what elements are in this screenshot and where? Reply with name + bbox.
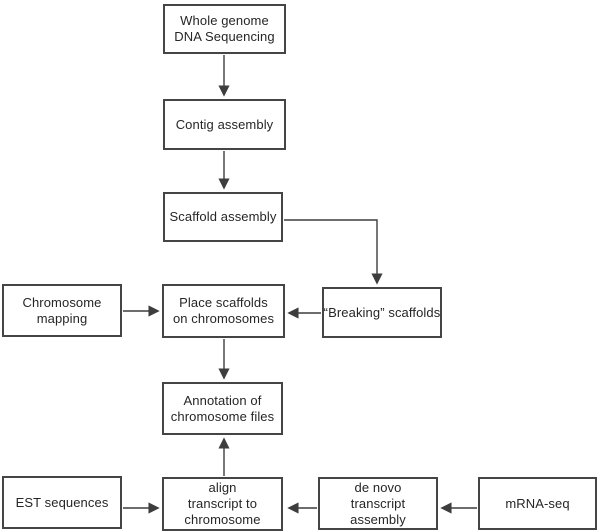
node-align-transcript-to-chromosome: align transcript to chromosome: [162, 477, 283, 531]
node-whole-genome-dna-sequencing: Whole genome DNA Sequencing: [163, 4, 286, 54]
node-label-line: mRNA-seq: [505, 495, 570, 511]
node-label-line: DNA Sequencing: [174, 29, 275, 44]
node-label-line: Place scaffolds: [179, 295, 268, 310]
node-place-scaffolds-on-chromosomes: Place scaffolds on chromosomes: [162, 284, 285, 338]
node-mrna-seq: mRNA-seq: [478, 477, 597, 530]
edge-scaffold-to-breaking: [284, 219, 383, 285]
node-label-line: transcript to: [187, 496, 258, 511]
node-breaking-scaffolds: “Breaking” scaffolds: [322, 287, 442, 338]
node-est-sequences: EST sequences: [2, 476, 122, 529]
node-contig-assembly: Contig assembly: [163, 99, 286, 150]
node-annotation-of-chromosome-files: Annotation of chromosome files: [162, 382, 283, 435]
node-de-novo-transcript-assembly: de novo transcript assembly: [318, 477, 438, 530]
node-label-line: align: [208, 480, 237, 495]
node-label-line: on chromosomes: [172, 311, 275, 326]
node-label-line: Chromosome: [22, 294, 102, 310]
node-label-line: Contig assembly: [175, 116, 274, 132]
node-label-line: Scaffold assembly: [169, 209, 277, 224]
node-chromosome-mapping: Chromosome mapping: [2, 284, 122, 337]
node-label-line: EST sequences: [15, 494, 109, 510]
node-label-line: de novo: [354, 479, 402, 495]
node-label-line: assembly: [350, 511, 406, 527]
node-label-line: Whole genome: [180, 13, 269, 28]
node-label-line: “Breaking” scaffolds: [323, 304, 441, 320]
node-scaffold-assembly: Scaffold assembly: [163, 192, 283, 242]
node-label-line: chromosome: [184, 512, 261, 527]
node-label-line: mapping: [36, 310, 88, 326]
node-label-line: Annotation of: [183, 392, 262, 408]
node-label-line: transcript: [350, 495, 406, 511]
node-label-line: chromosome files: [170, 408, 275, 424]
